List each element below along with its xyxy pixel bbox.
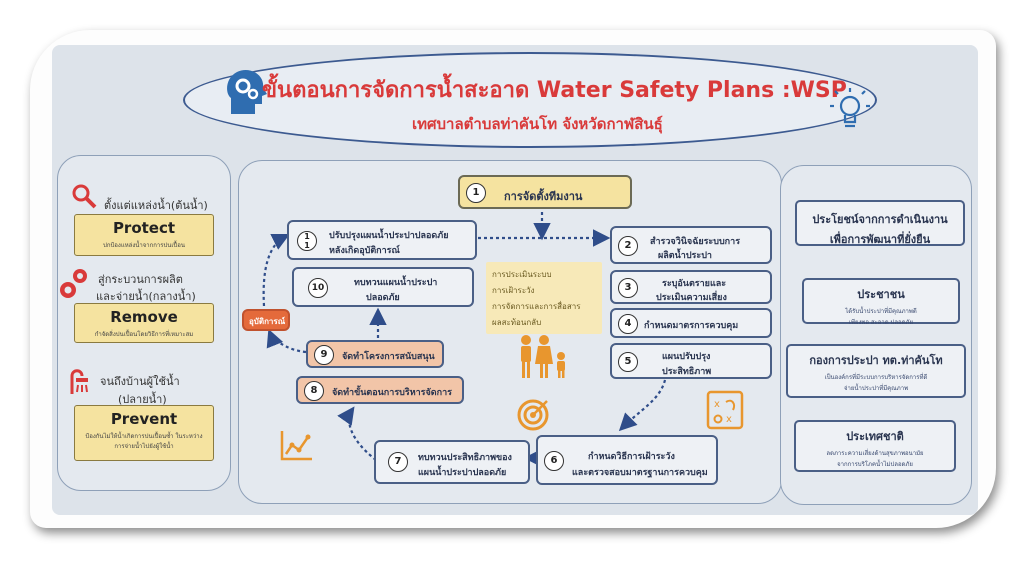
- arrow-5-to-6: [618, 379, 667, 432]
- shower-icon: [70, 369, 88, 394]
- step-3-box: 3 ระบุอันตรายและ ประเมินความเสี่ยง: [610, 270, 772, 304]
- step-6-number: 6: [544, 451, 564, 471]
- left-heading-consumer-2: (ปลายน้ำ): [118, 393, 167, 406]
- benefit-nation-caption2: จากการบริโภคน้ำไม่ปลอดภัย: [837, 461, 913, 468]
- step-10-box: 10 ทบทวนแผนน้ำประปา ปลอดภัย: [292, 267, 474, 307]
- step-2-number: 2: [618, 236, 638, 256]
- arrow-9-to-incident: [266, 328, 307, 354]
- step-10-number: 10: [308, 278, 328, 298]
- benefit-people-caption2: เพียงพอ สะอาด ปลอดภัย: [848, 319, 914, 326]
- magnifier-icon: [72, 184, 97, 209]
- lightbulb-icon: [830, 88, 870, 128]
- step-7-number: 7: [388, 452, 408, 472]
- step-5-line2: ประสิทธิภาพ: [662, 367, 712, 377]
- center-note-line4: ผลสะท้อนกลับ: [492, 318, 542, 327]
- step-3-line2: ประเมินความเสี่ยง: [656, 293, 727, 303]
- benefit-waterworks-title: กองการประปา ทต.ท่าคันโท: [809, 354, 943, 367]
- step-5-line1: แผนปรับปรุง: [662, 352, 711, 362]
- svg-text:x: x: [726, 414, 732, 425]
- step-4-box: 4 กำหนดมาตรการควบคุม: [610, 308, 772, 338]
- incident-tag-label: อุบัติการณ์: [249, 317, 286, 326]
- step-2-box: 2 สำรวจวินิจฉัยระบบการ ผลิตน้ำประปา: [610, 226, 772, 264]
- arrow-7-to-8: [337, 406, 377, 461]
- benefit-header-line2: เพื่อการพัฒนาที่ยั่งยืน: [829, 233, 931, 246]
- title-sub: เทศบาลตำบลท่าคันโท จังหวัดกาฬสินธุ์: [412, 115, 663, 133]
- step-5-box: 5 แผนปรับปรุง ประสิทธิภาพ: [610, 343, 772, 379]
- remove-label: Remove: [110, 308, 178, 326]
- step-11-line2: หลังเกิดอุบัติการณ์: [329, 246, 400, 256]
- step-3-number: 3: [618, 278, 638, 298]
- benefit-people-title: ประชาชน: [857, 288, 905, 301]
- step-4-label: กำหนดมาตรการควบคุม: [644, 321, 739, 331]
- step-7-line1: ทบทวนประสิทธิภาพของ: [418, 453, 512, 463]
- benefit-header-line1: ประโยชน์จากการดำเนินงาน: [812, 213, 948, 226]
- left-heading-source: ตั้งแต่แหล่งน้ำ(ต้นน้ำ): [104, 199, 208, 212]
- step-1-box: 1 การจัดตั้งทีมงาน: [458, 175, 632, 209]
- svg-text:x: x: [714, 399, 720, 410]
- center-note-line2: การเฝ้าระวัง: [492, 286, 535, 295]
- prevent-box: Prevent ป้องกันไม่ให้น้ำเกิดการปนเปื้อนซ…: [74, 405, 214, 461]
- step-9-box: 9 จัดทำโครงการสนับสนุน: [306, 340, 444, 368]
- step-2-line2: ผลิตน้ำประปา: [658, 251, 712, 261]
- protect-label: Protect: [112, 219, 176, 237]
- step-8-box: 8 จัดทำขั้นตอนการบริหารจัดการ: [296, 376, 464, 404]
- family-icon: [521, 335, 565, 378]
- arrow-incident-to-11: [262, 234, 290, 307]
- benefit-nation-title: ประเทศชาติ: [846, 430, 904, 443]
- left-heading-consumer: จนถึงบ้านผู้ใช้น้ำ: [100, 375, 180, 388]
- line-graph-icon: [280, 431, 312, 461]
- step-2-line1: สำรวจวินิจฉัยระบบการ: [650, 237, 741, 247]
- benefit-people-box: ประชาชน ได้รับน้ำประปาที่มีคุณภาพดี เพีย…: [802, 278, 960, 326]
- strategy-board-icon: x x: [706, 390, 744, 430]
- remove-caption: กำจัดสิ่งปนเปื้อนโดยวิธีการที่เหมาะสม: [94, 331, 194, 338]
- step-8-number: 8: [304, 381, 324, 401]
- step-9-number: 9: [314, 345, 334, 365]
- step-4-number: 4: [618, 314, 638, 334]
- protect-box: Protect ปกป้องแหล่งน้ำจากการปนเปื้อน: [74, 214, 214, 256]
- protect-caption: ปกป้องแหล่งน้ำจากการปนเปื้อน: [103, 242, 185, 249]
- incident-tag: อุบัติการณ์: [242, 309, 290, 331]
- step-10-line1: ทบทวนแผนน้ำประปา: [354, 278, 438, 288]
- benefit-waterworks-caption2: จ่ายน้ำประปาที่มีคุณภาพ: [843, 385, 909, 392]
- prevent-label: Prevent: [110, 410, 178, 428]
- target-icon: [517, 399, 549, 431]
- step-6-box: 6 กำหนดวิธีการเฝ้าระวัง และตรวจสอบมาตรฐา…: [536, 435, 718, 485]
- step-3-line1: ระบุอันตรายและ: [662, 279, 727, 289]
- benefit-nation-caption: ลดภาระความเสี่ยงด้านสุขภาพอนามัย: [826, 450, 924, 457]
- center-note-line3: การจัดการและการสื่อสาร: [492, 302, 581, 311]
- center-note-line1: การประเมินระบบ: [492, 270, 552, 279]
- head-gears-icon: [227, 69, 267, 114]
- step-6-line2: และตรวจสอบมาตรฐานการควบคุม: [572, 468, 708, 478]
- title-main: ขั้นตอนการจัดการน้ำสะอาด Water Safety Pl…: [262, 78, 847, 103]
- gears-icon: [60, 269, 87, 298]
- prevent-caption: ป้องกันไม่ให้น้ำเกิดการปนเปื้อนซ้ำ ในระห…: [85, 433, 203, 450]
- left-heading-production-2: และจ่ายน้ำ(กลางน้ำ): [96, 290, 196, 303]
- step-7-line2: แผนน้ำประปาปลอดภัย: [418, 468, 507, 478]
- step-8-label: จัดทำขั้นตอนการบริหารจัดการ: [332, 388, 452, 398]
- title-banner: [183, 52, 877, 148]
- benefit-header-box: ประโยชน์จากการดำเนินงาน เพื่อการพัฒนาที่…: [795, 200, 965, 246]
- benefit-nation-box: ประเทศชาติ ลดภาระความเสี่ยงด้านสุขภาพอนา…: [794, 420, 956, 472]
- benefit-waterworks-box: กองการประปา ทต.ท่าคันโท เป็นองค์กรที่มีร…: [786, 344, 966, 398]
- step-1-number: 1: [466, 183, 486, 203]
- left-heading-production: สู่กระบวนการผลิต: [98, 273, 183, 286]
- step-7-box: 7 ทบทวนประสิทธิภาพของ แผนน้ำประปาปลอดภัย: [374, 440, 530, 484]
- step-11-line1: ปรับปรุงแผนน้ำประปาปลอดภัย: [329, 231, 449, 241]
- step-6-line1: กำหนดวิธีการเฝ้าระวัง: [588, 452, 675, 462]
- center-note-box: การประเมินระบบ การเฝ้าระวัง การจัดการและ…: [486, 262, 602, 334]
- step-10-line2: ปลอดภัย: [366, 293, 400, 303]
- remove-box: Remove กำจัดสิ่งปนเปื้อนโดยวิธีการที่เหม…: [74, 303, 214, 343]
- benefit-people-caption: ได้รับน้ำประปาที่มีคุณภาพดี: [845, 308, 917, 315]
- benefit-waterworks-caption: เป็นองค์กรที่มีระบบการบริหารจัดการที่ดี: [824, 374, 928, 381]
- step-1-label: การจัดตั้งทีมงาน: [504, 190, 583, 203]
- step-5-number: 5: [618, 352, 638, 372]
- step-9-label: จัดทำโครงการสนับสนุน: [342, 352, 435, 362]
